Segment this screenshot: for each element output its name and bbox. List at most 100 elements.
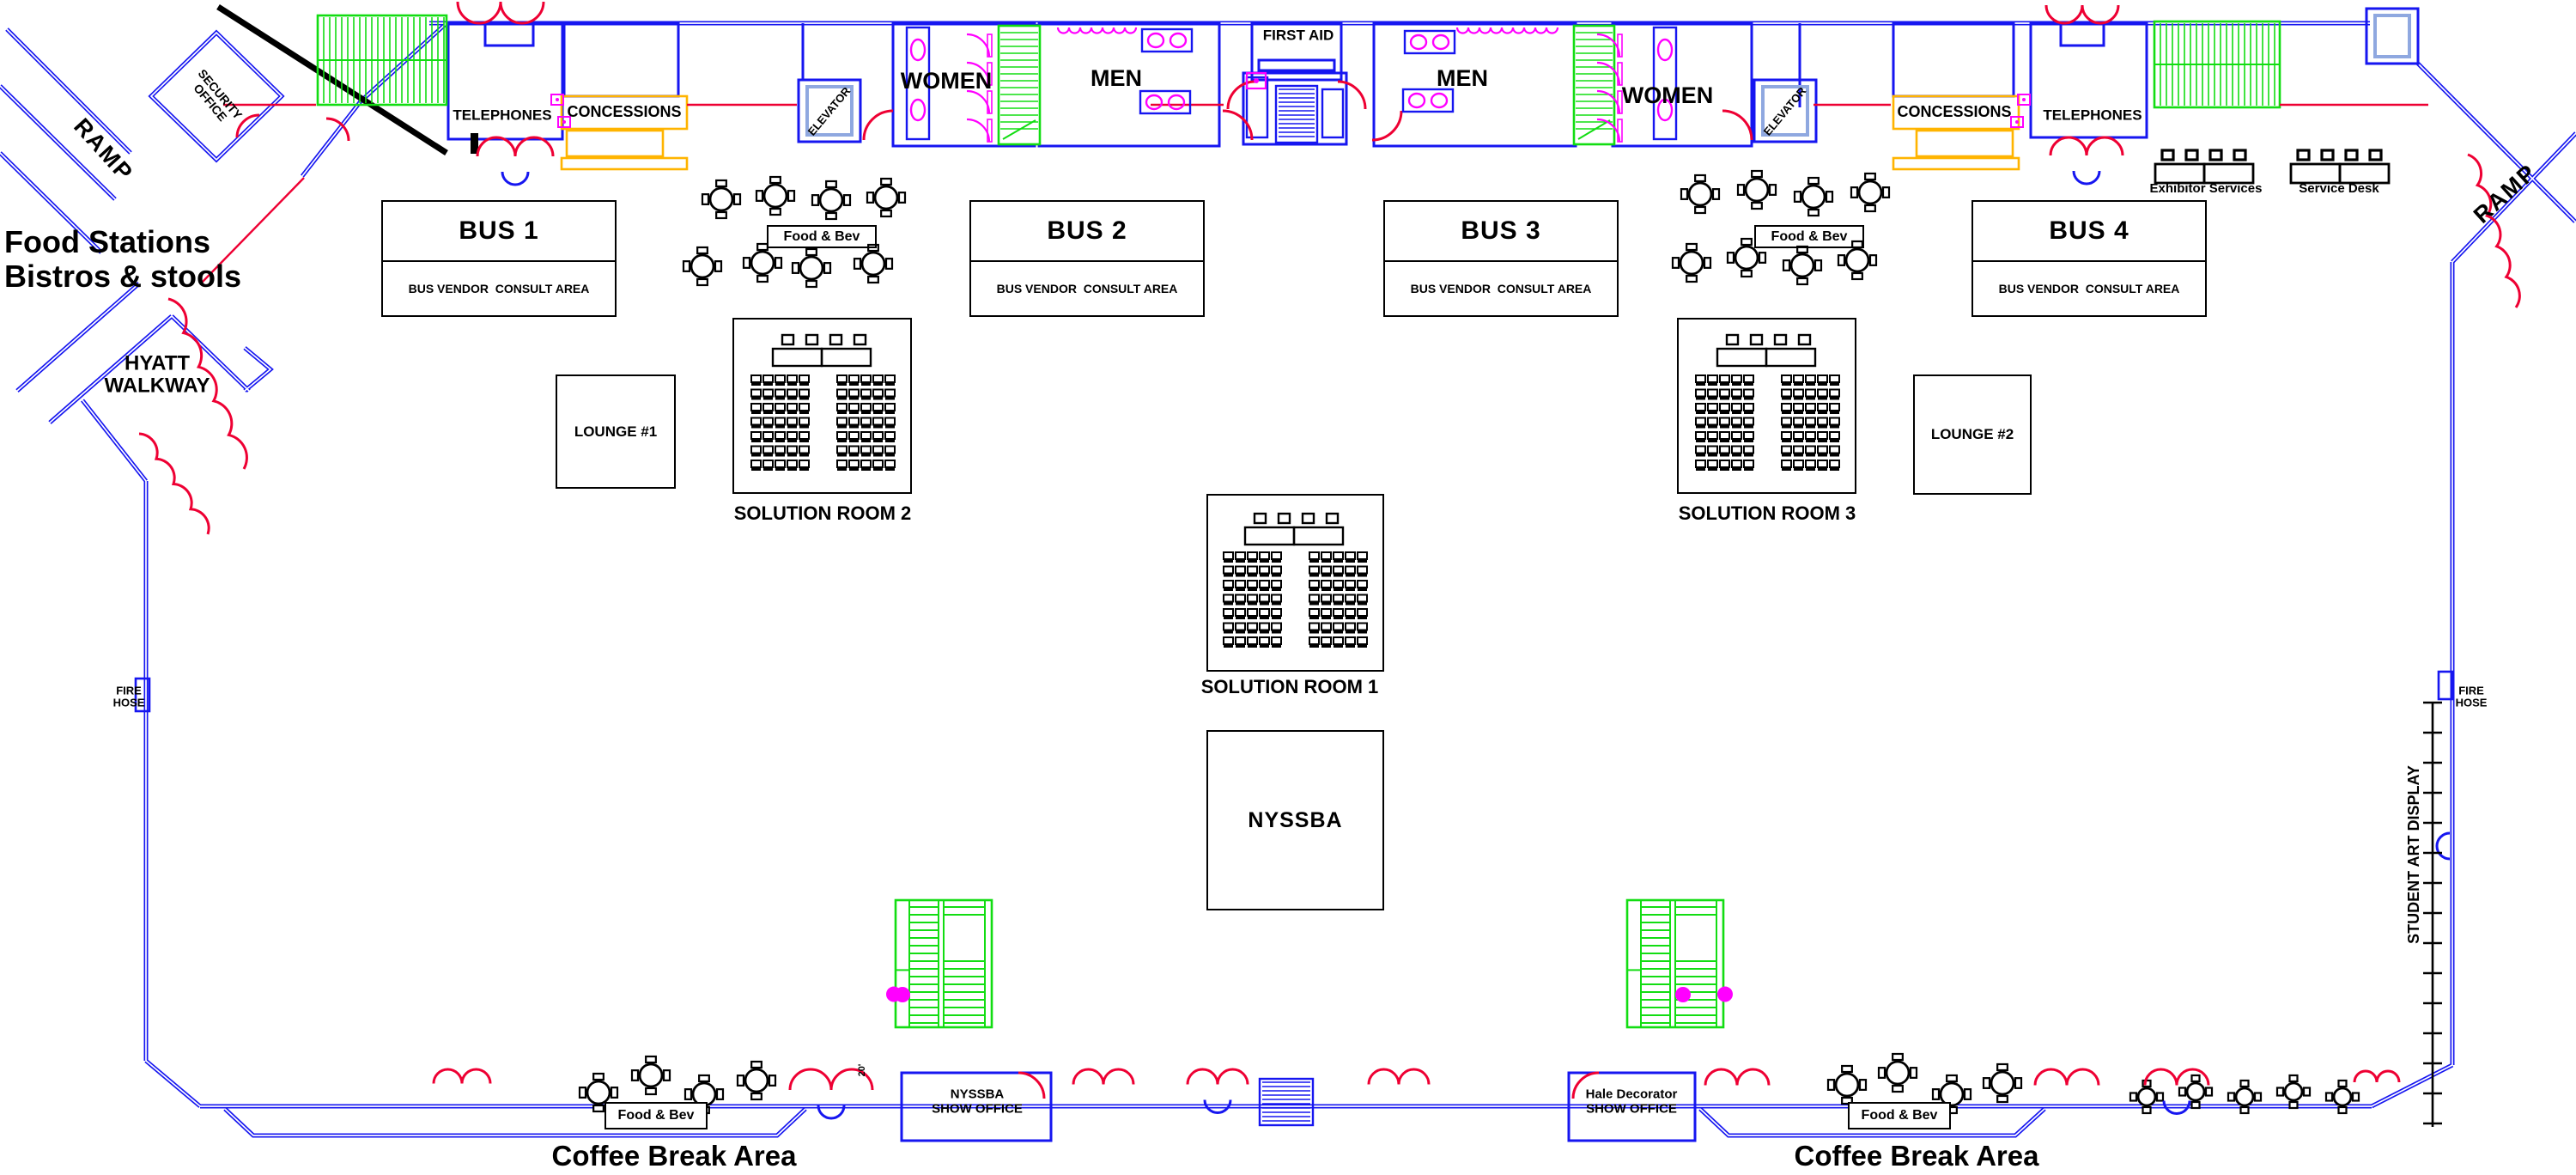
audience-chair xyxy=(775,403,786,411)
audience-chair xyxy=(1793,445,1804,454)
audience-chair xyxy=(1793,431,1804,440)
bus1-title: BUS 1 xyxy=(383,202,615,262)
double-door xyxy=(533,136,555,157)
stair-arrow xyxy=(1577,119,1611,140)
wall-sink xyxy=(1067,27,1082,34)
audience-chair xyxy=(860,374,872,383)
audience-chair-seat xyxy=(1782,439,1791,442)
bus2-subtitle: BUS VENDOR CONSULT AREA xyxy=(996,282,1178,295)
audience-chair xyxy=(799,460,810,468)
food-bev-sign-bottom-right: Food & Bev xyxy=(1848,1102,1951,1129)
audience-chair-seat xyxy=(1321,616,1331,619)
audience-chair xyxy=(860,417,872,426)
concession-counters xyxy=(560,94,2020,171)
double-door xyxy=(2375,1069,2389,1083)
audience-chair xyxy=(750,417,762,426)
phone xyxy=(2010,116,2024,128)
audience-chair-seat xyxy=(873,425,883,429)
head-chair xyxy=(1253,512,1267,525)
wall-sink xyxy=(1455,27,1470,34)
chair xyxy=(696,246,708,255)
audience-chair-seat xyxy=(1732,382,1741,386)
round-table xyxy=(586,1080,611,1105)
double-door xyxy=(447,1068,464,1084)
audience-chair-seat xyxy=(861,397,871,400)
audience-chair xyxy=(860,403,872,411)
audience-chair xyxy=(1357,565,1368,575)
audience-chair xyxy=(1731,431,1742,440)
double-door xyxy=(1397,1068,1414,1085)
stairs xyxy=(997,24,1042,146)
audience-chair xyxy=(1345,565,1356,575)
chair xyxy=(1851,271,1863,281)
audience-chair xyxy=(1321,594,1332,603)
exhibitor-services-label: Exhibitor Services xyxy=(2149,180,2263,196)
audience-chair-seat xyxy=(1806,425,1815,429)
chair xyxy=(2155,1092,2165,1102)
solution-room2-label: SOLUTION ROOM 2 xyxy=(733,502,912,524)
revolving-door-dome xyxy=(2162,1100,2191,1115)
stall-door xyxy=(966,61,991,86)
round-table xyxy=(1990,1070,2015,1096)
head-chair xyxy=(1301,512,1315,525)
audience-chair xyxy=(1707,374,1718,383)
audience-chair xyxy=(884,417,896,426)
audience-chair-seat xyxy=(1334,602,1343,606)
audience-chair xyxy=(799,431,810,440)
double-door xyxy=(2365,1069,2379,1083)
audience-chair-seat xyxy=(873,467,883,471)
lounge2-area: LOUNGE #2 xyxy=(1913,374,2032,495)
audience-chair-seat xyxy=(775,439,785,442)
wall-core xyxy=(149,31,283,161)
chair xyxy=(732,193,742,205)
audience-chair-seat xyxy=(1224,616,1233,619)
audience-chair xyxy=(1731,445,1742,454)
stall-wall xyxy=(1617,90,1623,114)
audience-chair-seat xyxy=(837,467,847,471)
audience-chair-seat xyxy=(885,439,895,442)
audience-chair xyxy=(1357,551,1368,560)
audience-chair xyxy=(1695,388,1706,398)
chair xyxy=(880,177,892,186)
audience-chair xyxy=(750,374,762,383)
chair xyxy=(701,193,710,205)
chair xyxy=(1864,204,1876,213)
chair xyxy=(2253,1092,2263,1102)
chair xyxy=(1877,1067,1886,1079)
double-door xyxy=(2099,4,2120,25)
audience-chair xyxy=(884,374,896,383)
wall-core xyxy=(2451,132,2576,263)
audience-chair xyxy=(1333,580,1344,588)
audience-chair-seat xyxy=(1272,574,1281,577)
audience-chair-seat xyxy=(1236,630,1245,634)
head-chair xyxy=(805,333,819,346)
double-door xyxy=(513,136,535,157)
audience-chair-seat xyxy=(1248,616,1257,619)
audience-chair xyxy=(1223,594,1234,603)
audience-chair-seat xyxy=(1830,425,1839,429)
audience-chair xyxy=(1781,403,1792,411)
audience-chair xyxy=(1259,608,1270,617)
lounge1-label: LOUNGE #1 xyxy=(574,423,658,440)
bus3-title: BUS 3 xyxy=(1385,202,1617,262)
double-door xyxy=(788,1068,811,1091)
round-table xyxy=(860,251,886,277)
head-chair xyxy=(781,333,795,346)
chair xyxy=(1864,172,1876,181)
chair xyxy=(2275,1087,2285,1097)
chair xyxy=(1796,277,1808,286)
service-chair xyxy=(2208,149,2223,161)
revolving-door-dome xyxy=(1203,1099,1232,1114)
phone-dot xyxy=(556,98,559,101)
chair xyxy=(2324,1092,2334,1102)
audience-chair-seat xyxy=(1272,630,1281,634)
audience-chair xyxy=(1345,594,1356,603)
audience-chair xyxy=(884,445,896,454)
audience-chair-seat xyxy=(1806,439,1815,442)
double-door xyxy=(2033,1068,2051,1086)
round-table xyxy=(690,253,715,279)
audience-chair-seat xyxy=(1346,630,1355,634)
audience-chair xyxy=(1695,431,1706,440)
audience-chair xyxy=(1781,417,1792,426)
